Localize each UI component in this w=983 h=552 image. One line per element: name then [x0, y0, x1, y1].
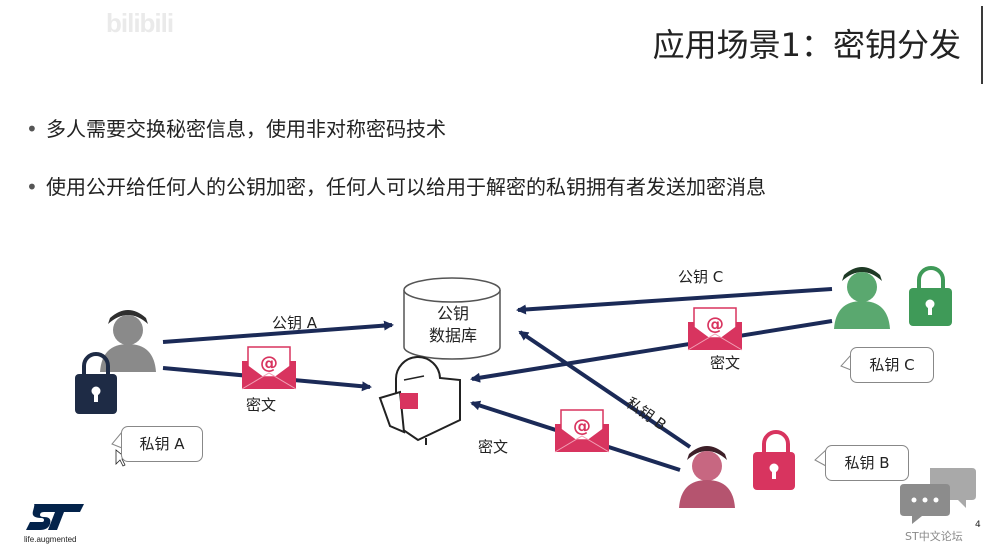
- cipher-a-label: 密文: [246, 396, 277, 414]
- private-key-c-bubble: 私钥 C: [850, 347, 934, 383]
- envelope-icon: @: [554, 409, 610, 453]
- envelope-icon: @: [241, 346, 297, 390]
- bullet-text: 使用公开给任何人的公钥加密，任何人可以给用于解密的私钥拥有者发送加密消息: [46, 175, 766, 199]
- bullet-list: •多人需要交换秘密信息，使用非对称密码技术 •使用公开给任何人的公钥加密，任何人…: [26, 115, 766, 231]
- forum-chat-icon: [900, 468, 976, 524]
- svg-text:@: @: [573, 416, 591, 437]
- bubble-tail: [840, 354, 852, 371]
- private-key-b-bubble: 私钥 B: [825, 445, 909, 481]
- bilibili-watermark: bilibili: [106, 8, 174, 38]
- pubkey-c-label: 公钥 C: [678, 268, 724, 286]
- cipher-b-label: 密文: [478, 438, 509, 456]
- page-number: 4: [975, 520, 981, 530]
- lock-a-icon: [75, 352, 117, 414]
- svg-text:@: @: [706, 314, 724, 335]
- bullet-text: 多人需要交换秘密信息，使用非对称密码技术: [46, 117, 446, 141]
- bubble-tail: [814, 449, 827, 467]
- lock-c-icon: [909, 266, 952, 326]
- pubkey-a-arrow: [162, 320, 394, 344]
- lock-b-icon: [753, 430, 795, 490]
- title-rule: [981, 6, 983, 84]
- mailbox-icon: [378, 356, 461, 445]
- st-logo: [26, 504, 84, 530]
- forum-label: ST中文论坛: [905, 530, 963, 543]
- envelope-icon: @: [687, 307, 743, 351]
- st-tagline: life.augmented: [24, 535, 77, 544]
- bullet-item: •使用公开给任何人的公钥加密，任何人可以给用于解密的私钥拥有者发送加密消息: [26, 175, 766, 199]
- public-key-database: [403, 277, 501, 360]
- bullet-item: •多人需要交换秘密信息，使用非对称密码技术: [26, 117, 446, 141]
- person-b-icon: [679, 446, 735, 508]
- database-label: 公钥 数据库: [428, 304, 477, 345]
- bubble-tail: [111, 431, 123, 449]
- person-c-icon: [834, 267, 890, 329]
- private-key-a-bubble: 私钥 A: [121, 426, 203, 462]
- person-a-icon: [100, 310, 156, 372]
- svg-text:@: @: [260, 353, 278, 374]
- slide-title: 应用场景1：密钥分发: [652, 26, 961, 64]
- pubkey-c-arrow: [516, 287, 833, 315]
- pubkey-a-label: 公钥 A: [272, 314, 318, 332]
- cipher-c-arrow: [470, 319, 833, 383]
- cipher-c-label: 密文: [710, 354, 741, 372]
- privkey-b-arrow: [518, 330, 692, 449]
